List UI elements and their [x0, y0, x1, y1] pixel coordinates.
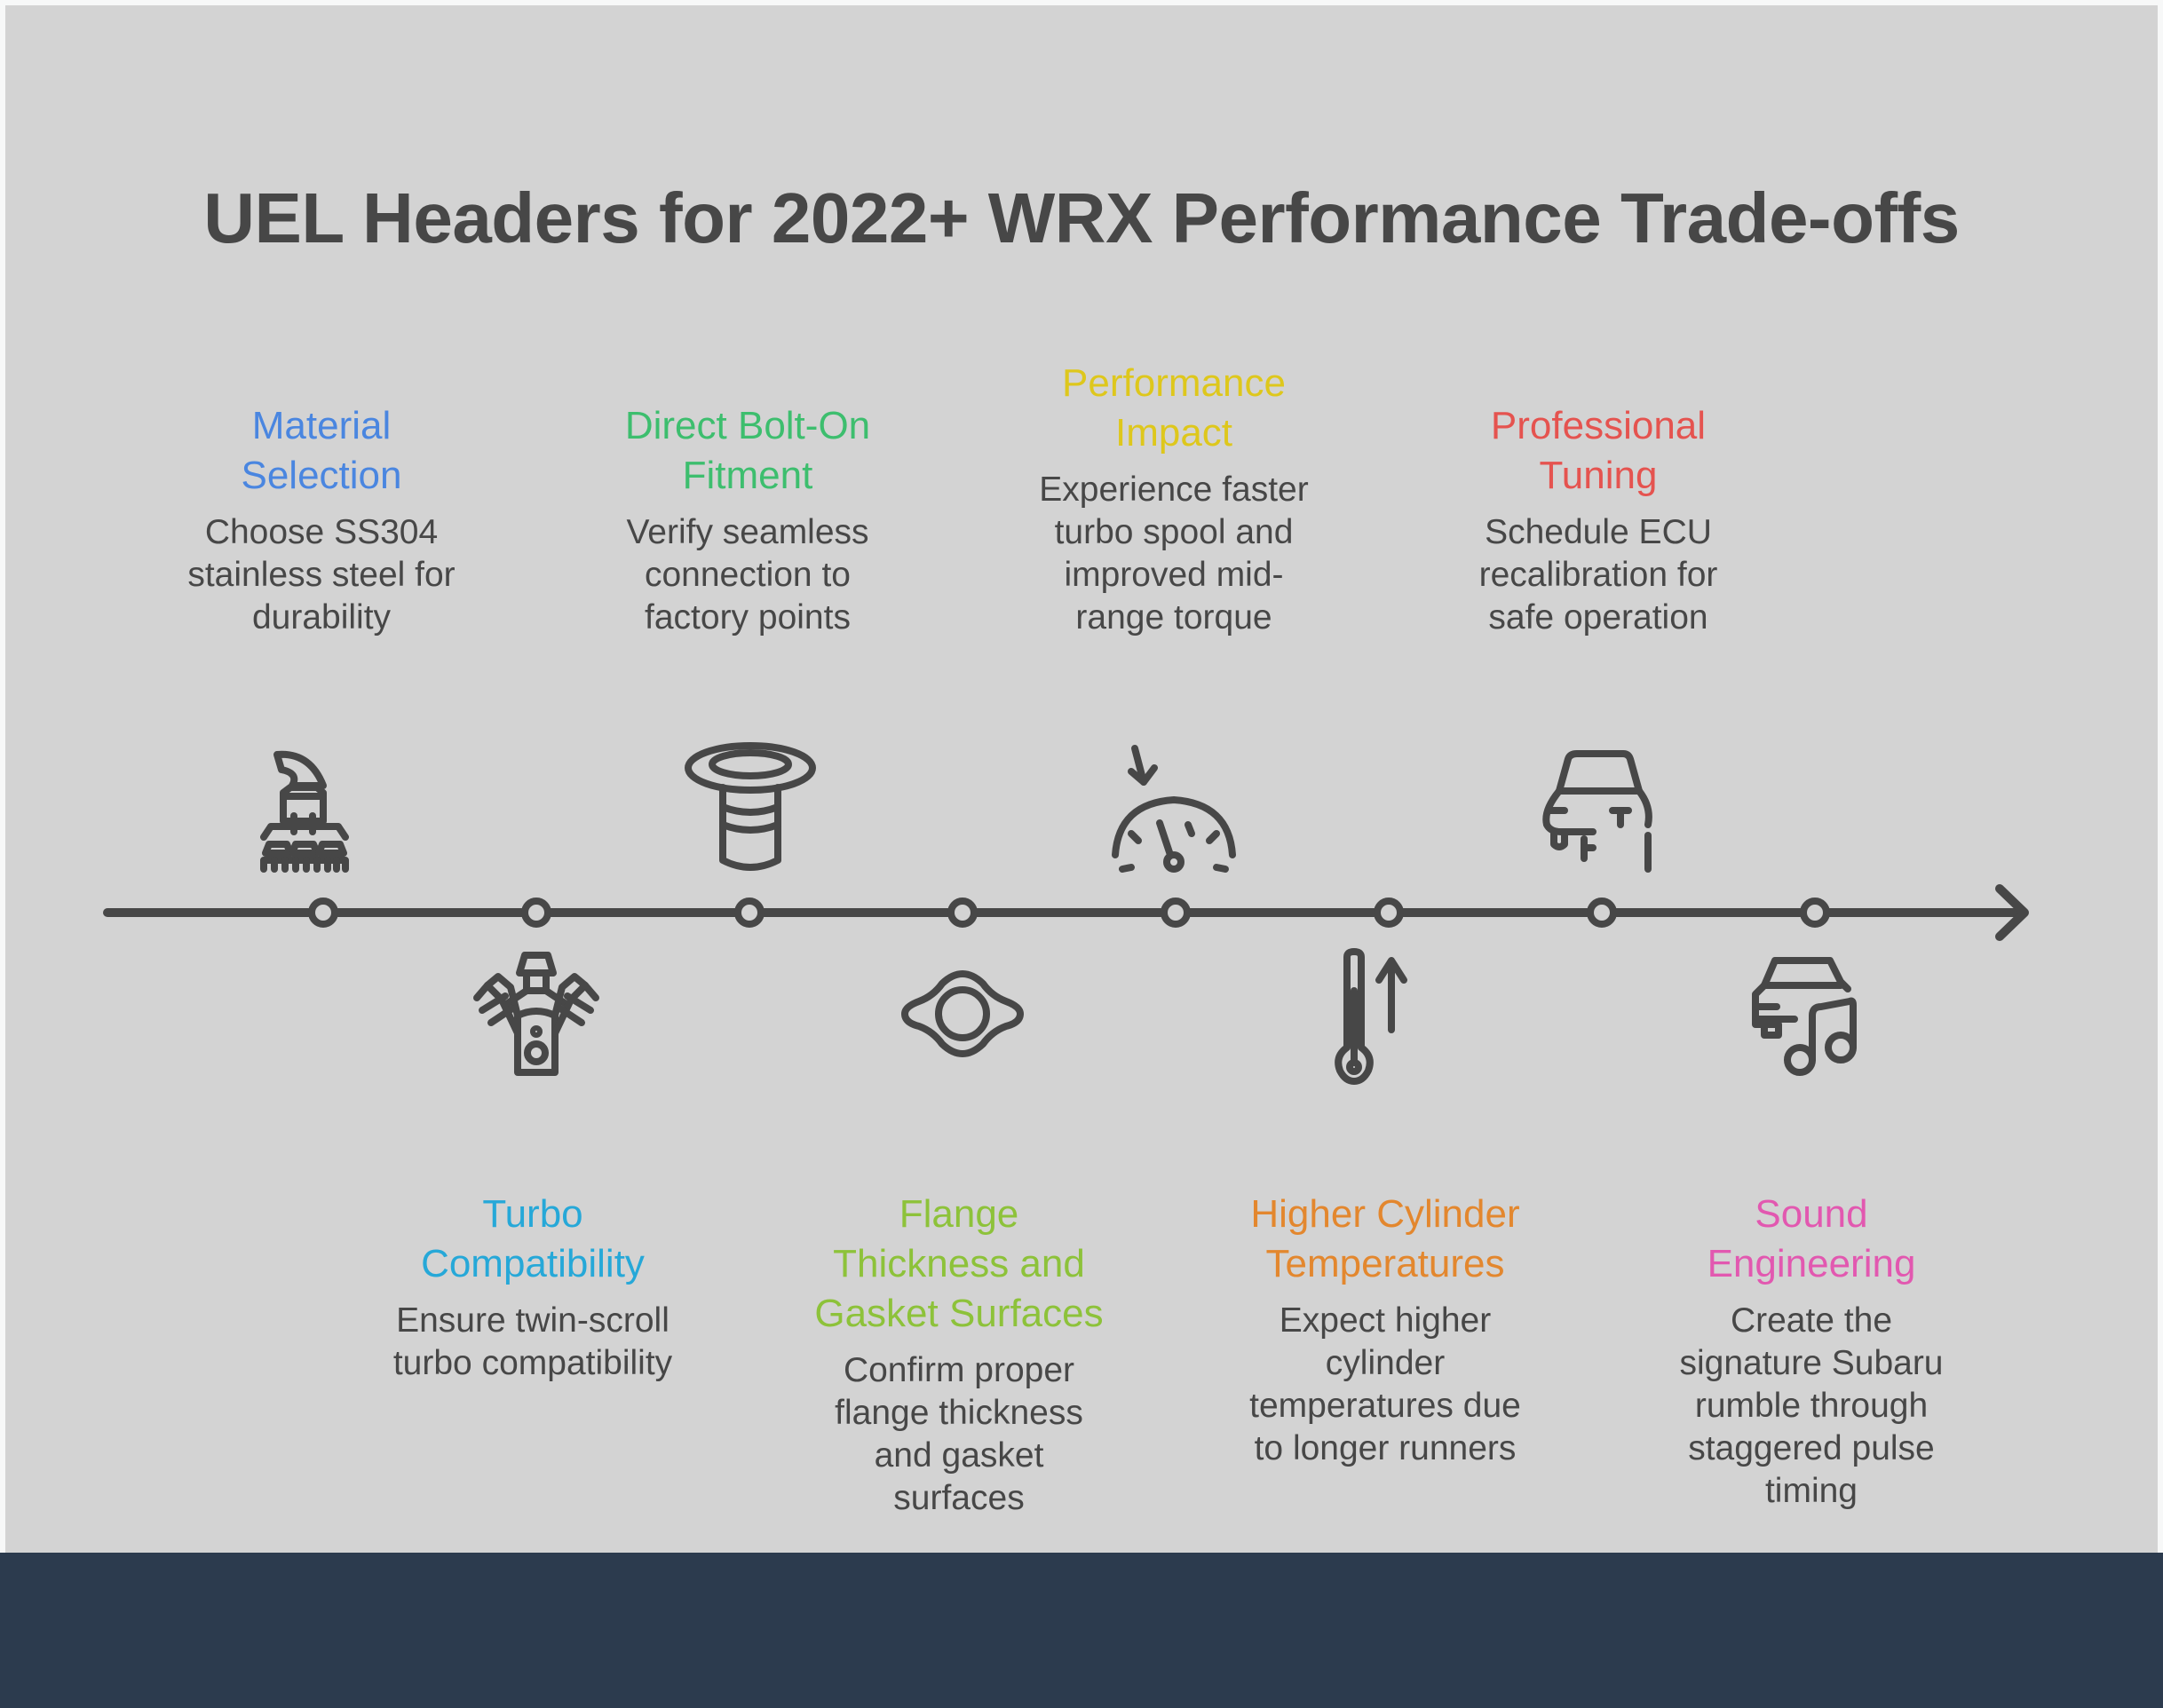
- item-heading: Professional Tuning: [1490, 404, 1707, 497]
- timeline-item-flange-thickness: Flange Thickness and Gasket Surfaces Con…: [772, 1190, 1145, 1520]
- timeline-item-turbo-compatibility: Turbo Compatibility Ensure twin-scroll t…: [346, 1190, 719, 1385]
- timeline-item-professional-tuning: Professional Tuning Schedule ECU recalib…: [1412, 373, 1785, 639]
- item-description: Confirm proper flange thickness and gask…: [835, 1351, 1083, 1517]
- flanged-pipe-icon: [684, 739, 817, 873]
- timeline-item-performance-impact: Performance Impact Experience faster tur…: [987, 328, 1360, 639]
- item-heading: Direct Bolt-On Fitment: [624, 404, 871, 497]
- item-description: Expect higher cylinder temperatures due …: [1249, 1301, 1521, 1467]
- item-heading: Performance Impact: [1062, 361, 1286, 455]
- item-heading: Sound Engineering: [1707, 1192, 1916, 1285]
- item-description: Schedule ECU recalibration for safe oper…: [1478, 513, 1718, 637]
- item-description: Choose SS304 stainless steel for durabil…: [187, 513, 456, 637]
- timeline-item-material-selection: Material Selection Choose SS304 stainles…: [135, 373, 508, 639]
- item-description: Experience faster turbo spool and improv…: [1039, 470, 1309, 637]
- item-description: Ensure twin-scroll turbo compatibility: [392, 1301, 673, 1382]
- gasket-icon: [896, 952, 1029, 1085]
- infographic-panel: [5, 5, 2158, 1553]
- timeline-item-higher-cylinder-temperatures: Higher Cylinder Temperatures Expect high…: [1199, 1190, 1572, 1470]
- thermometer-rising-icon: [1322, 948, 1455, 1085]
- item-heading: Turbo Compatibility: [421, 1192, 645, 1285]
- item-heading: Higher Cylinder Temperatures: [1250, 1192, 1520, 1285]
- manufacturing-machine-icon: [257, 739, 390, 873]
- engine-icon: [470, 948, 603, 1081]
- car-service-icon: [1536, 739, 1669, 873]
- item-description: Create the signature Subaru rumble throu…: [1679, 1301, 1944, 1510]
- timeline-item-sound-engineering: Sound Engineering Create the signature S…: [1625, 1190, 1998, 1513]
- page-title: UEL Headers for 2022+ WRX Performance Tr…: [203, 178, 1960, 257]
- footer-bar: [0, 1553, 2163, 1708]
- item-description: Verify seamless connection to factory po…: [626, 513, 869, 637]
- timeline-item-direct-bolt-on-fitment: Direct Bolt-On Fitment Verify seamless c…: [561, 373, 934, 639]
- item-heading: Flange Thickness and Gasket Surfaces: [814, 1192, 1104, 1335]
- speedometer-icon: [1110, 739, 1243, 873]
- item-heading: Material Selection: [241, 404, 402, 497]
- car-music-icon: [1748, 948, 1882, 1081]
